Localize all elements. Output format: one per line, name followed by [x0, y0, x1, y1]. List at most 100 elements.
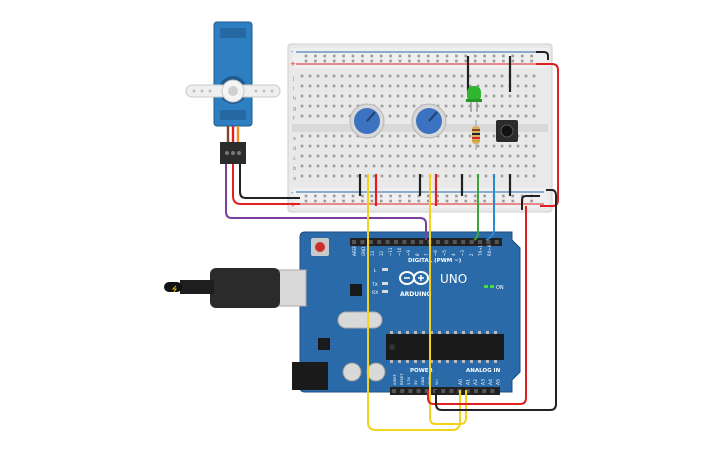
breadboard-hole [356, 174, 360, 178]
header-pin[interactable] [424, 389, 429, 393]
breadboard-hole [364, 154, 368, 158]
header-pin[interactable] [368, 240, 373, 244]
breadboard-hole [412, 174, 416, 178]
header-pin[interactable] [449, 389, 454, 393]
wire-5v-red[interactable] [427, 206, 527, 405]
chip-leg [470, 331, 473, 334]
rail-hole [473, 199, 477, 203]
breadboard-hole [436, 164, 440, 168]
wire-right-black-top[interactable] [536, 51, 549, 60]
header-pin[interactable] [352, 240, 356, 244]
rail-hole [520, 59, 524, 63]
header-pin[interactable] [486, 240, 491, 244]
breadboard-hole [412, 84, 416, 88]
header-pin[interactable] [392, 389, 396, 393]
breadboard-hole [500, 74, 504, 78]
digital-pin-label: 4 [451, 253, 456, 256]
wire-servo-black[interactable] [239, 164, 300, 199]
breadboard-hole [372, 154, 376, 158]
breadboard-hole [372, 74, 376, 78]
rail-hole [483, 199, 486, 203]
breadboard-hole [452, 134, 456, 138]
header-pin[interactable] [402, 240, 407, 244]
rail-hole [379, 59, 383, 63]
chip-leg [470, 360, 473, 363]
servo-motor[interactable] [185, 21, 281, 127]
potentiometer-1[interactable] [349, 103, 385, 139]
header-pin[interactable] [377, 240, 382, 244]
rail-hole [323, 59, 327, 63]
header-pin[interactable] [478, 240, 482, 244]
breadboard-hole [524, 104, 528, 108]
digital-header[interactable] [350, 238, 502, 246]
header-pin[interactable] [419, 240, 424, 244]
header-pin[interactable] [441, 389, 446, 393]
header-pin[interactable] [465, 389, 470, 393]
chip-leg [430, 360, 433, 363]
regulator [318, 338, 330, 350]
breadboard-hole [460, 134, 464, 138]
wire-green-digital[interactable] [473, 174, 479, 241]
reset-button-cap[interactable] [315, 242, 325, 252]
power-jack[interactable] [292, 362, 328, 390]
digital-pin-label: ~11 [388, 247, 393, 256]
wire-yellow-a0[interactable] [367, 174, 461, 431]
breadboard-hole [396, 174, 400, 178]
breadboard-hole [300, 114, 304, 118]
resistor[interactable] [472, 120, 480, 150]
header-pin[interactable] [452, 240, 457, 244]
header-pin[interactable] [461, 240, 466, 244]
wire-servo-purple[interactable] [225, 164, 427, 240]
push-button[interactable] [496, 120, 518, 142]
header-pin[interactable] [444, 240, 449, 244]
rail-hole [511, 194, 515, 198]
breadboard-hole [308, 104, 312, 108]
header-pin[interactable] [436, 240, 440, 244]
breadboard-jumpers[interactable] [358, 56, 512, 206]
wire-gnd-black[interactable] [435, 189, 557, 411]
tx-label: TX [371, 282, 378, 288]
long-wires[interactable] [225, 51, 559, 431]
usb-cable[interactable] [164, 268, 307, 308]
breadboard-hole [332, 154, 336, 158]
potentiometer-2[interactable] [411, 103, 447, 139]
header-pin[interactable] [490, 389, 495, 393]
green-led[interactable] [466, 86, 482, 112]
header-pin[interactable] [385, 240, 390, 244]
header-pin[interactable] [394, 240, 398, 244]
rail-hole [502, 199, 505, 203]
header-pin[interactable] [494, 240, 499, 244]
header-pin[interactable] [410, 240, 415, 244]
header-pin[interactable] [482, 389, 487, 393]
wire-servo-red[interactable] [232, 164, 300, 205]
breadboard-hole [428, 154, 432, 158]
breadboard-hole [492, 94, 496, 98]
header-pin[interactable] [469, 240, 474, 244]
breadboard-hole [308, 84, 312, 88]
rail-hole [361, 199, 364, 203]
breadboard-hole [460, 94, 464, 98]
rail-hole [520, 54, 524, 58]
wire-blue-digital[interactable] [485, 174, 495, 241]
rail-hole [530, 199, 533, 203]
chip-leg [462, 331, 465, 334]
wire-right-black-bottom[interactable] [521, 195, 540, 210]
header-pin[interactable] [408, 389, 413, 393]
breadboard-hole [388, 104, 392, 108]
wire-yellow-a1[interactable] [429, 174, 467, 425]
header-pin[interactable] [416, 389, 421, 393]
breadboard-hole [372, 164, 376, 168]
breadboard-hole [348, 84, 352, 88]
chip-leg [390, 360, 393, 363]
header-pin[interactable] [474, 389, 478, 393]
wire-right-red-rail[interactable] [536, 63, 559, 207]
breadboard-hole [404, 154, 408, 158]
breadboard-hole [468, 74, 472, 78]
header-pin[interactable] [400, 389, 405, 393]
breadboard-hole [308, 144, 312, 148]
breadboard-hole [500, 84, 504, 88]
breadboard-hole [396, 144, 400, 148]
breadboard-hole [308, 94, 312, 98]
header-pin[interactable] [360, 240, 365, 244]
